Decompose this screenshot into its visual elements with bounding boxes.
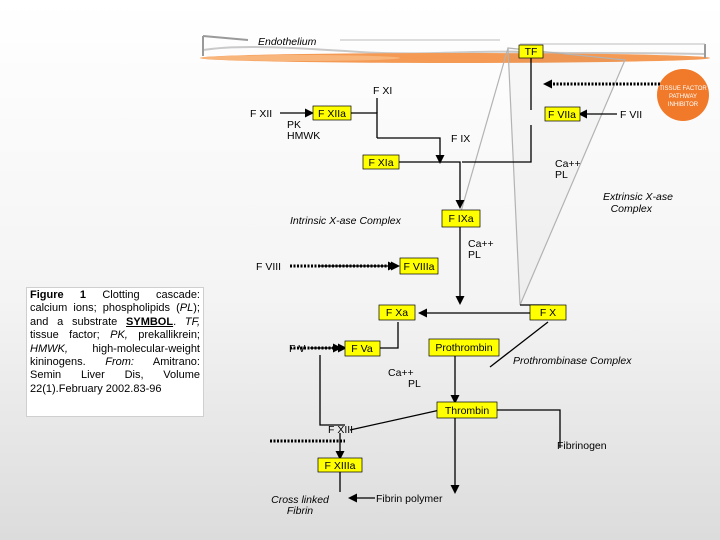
prothrombinase-label: Prothrombinase Complex: [513, 355, 632, 367]
fviiia-node: [399, 257, 439, 275]
fixa-label: F IXa: [448, 213, 473, 225]
fxia-label: F XIa: [368, 157, 393, 169]
fva-label: F Va: [351, 343, 373, 355]
fxiii-label: F XIII: [328, 424, 353, 436]
hmwk-label: HMWK: [287, 130, 320, 142]
fix-label: F IX: [451, 133, 470, 145]
fviiia-label: F VIIIa: [404, 261, 435, 273]
tfpi-node: TISSUE FACTOR PATHWAY INHIBITOR: [657, 69, 709, 121]
fviii-label: F VIII: [256, 261, 281, 273]
prothrombin-label: Prothrombin: [435, 342, 492, 354]
ca-pl-3-pl: PL: [408, 378, 421, 390]
ca-pl-2-ca: Ca++: [468, 238, 494, 250]
fxii-label: F XII: [250, 108, 272, 120]
tfpi-label-3: INHIBITOR: [668, 102, 699, 108]
extrinsic-label-2: Complex: [611, 203, 653, 215]
line-fxiia-fxi: [351, 112, 378, 138]
caption-text-5: prekallikrein;: [127, 329, 200, 342]
fvii-label: F VII: [620, 109, 642, 121]
fv-label: F V: [289, 343, 305, 355]
fxiiia-label: F XIIIa: [325, 460, 356, 472]
caption-text-1: Clotting cascade: calcium ions; phosphol…: [30, 289, 200, 315]
fibrin-polymer-label: Fibrin polymer: [376, 493, 443, 505]
fva-node: [344, 340, 381, 357]
dotted-arrows: [270, 79, 660, 443]
line-fv-to-fxiii: [319, 355, 345, 426]
fxiia-label: F XIIa: [318, 108, 346, 120]
caption-text-2: ); and a substrate: [30, 302, 200, 328]
caption-from: From:: [105, 356, 134, 369]
caption-symbol: SYMBOL: [126, 315, 174, 328]
ca-pl-3-ca: Ca++: [388, 367, 414, 379]
fx-label: F X: [540, 307, 556, 319]
tfpi-label-2: PATHWAY: [669, 94, 697, 100]
ca-pl-1-pl: PL: [555, 169, 568, 181]
tf-membrane-cone: [459, 47, 626, 306]
caption-pk: PK,: [110, 329, 128, 342]
caption-text-7: Amitrano: Semin Liver Dis, Volume 22(1).…: [30, 356, 200, 395]
ca-pl-2-pl: PL: [468, 249, 481, 261]
fxi-label: F XI: [373, 85, 392, 97]
fxiia-node: [312, 105, 352, 121]
extrinsic-label-1: Extrinsic X-ase: [603, 191, 673, 203]
tfpi-label-1: TISSUE FACTOR: [659, 86, 707, 92]
caption-hmwk: HMWK,: [30, 342, 68, 355]
cross-linked-label-1: Cross linked: [271, 494, 330, 506]
fxia-node: [362, 154, 400, 170]
prothrombin-node: [428, 338, 500, 357]
fviia-node: [544, 106, 581, 122]
cross-linked-label-2: Fibrin: [287, 505, 313, 517]
endothelium-label: Endothelium: [258, 36, 317, 48]
caption-figure: Figure 1: [30, 289, 87, 301]
intrinsic-label: Intrinsic X-ase Complex: [290, 215, 402, 227]
line-fxa-to-fva: [380, 322, 399, 349]
fxiiia-node: [317, 457, 363, 473]
fviia-label: F VIIa: [548, 109, 576, 121]
caption-tf: TF,: [184, 315, 200, 328]
caption-text-3: .: [173, 315, 185, 328]
caption-text-6: high-molecular-weight kininogens.: [30, 342, 200, 369]
caption-pl: PL: [179, 302, 194, 315]
fibrinogen-label: Fibrinogen: [557, 440, 607, 452]
fxa-node: [378, 304, 416, 321]
line-prothrombinase: [489, 321, 549, 368]
fixa-node: [441, 209, 481, 228]
line-fviia-to-fxia: [462, 125, 532, 163]
fx-node: [529, 304, 567, 321]
arrow-fxia-to-fixa: [399, 161, 465, 209]
tf-label: TF: [525, 46, 538, 58]
thrombin-label: Thrombin: [445, 405, 490, 417]
line-thrombin-fibrinogen: [485, 409, 561, 440]
caption-text-4: tissue factor;: [30, 329, 111, 342]
arrow-to-fxia: [377, 137, 445, 164]
fxa-label: F Xa: [386, 307, 408, 319]
yellow-nodes: [312, 105, 581, 473]
ca-pl-1-ca: Ca++: [555, 158, 581, 170]
pk-label: PK: [287, 119, 301, 131]
thrombin-node: [436, 401, 498, 419]
figure-caption: Figure 1 Clotting cascade: calcium ions;…: [26, 287, 204, 417]
line-thrombin-to-fxiii: [349, 409, 441, 431]
